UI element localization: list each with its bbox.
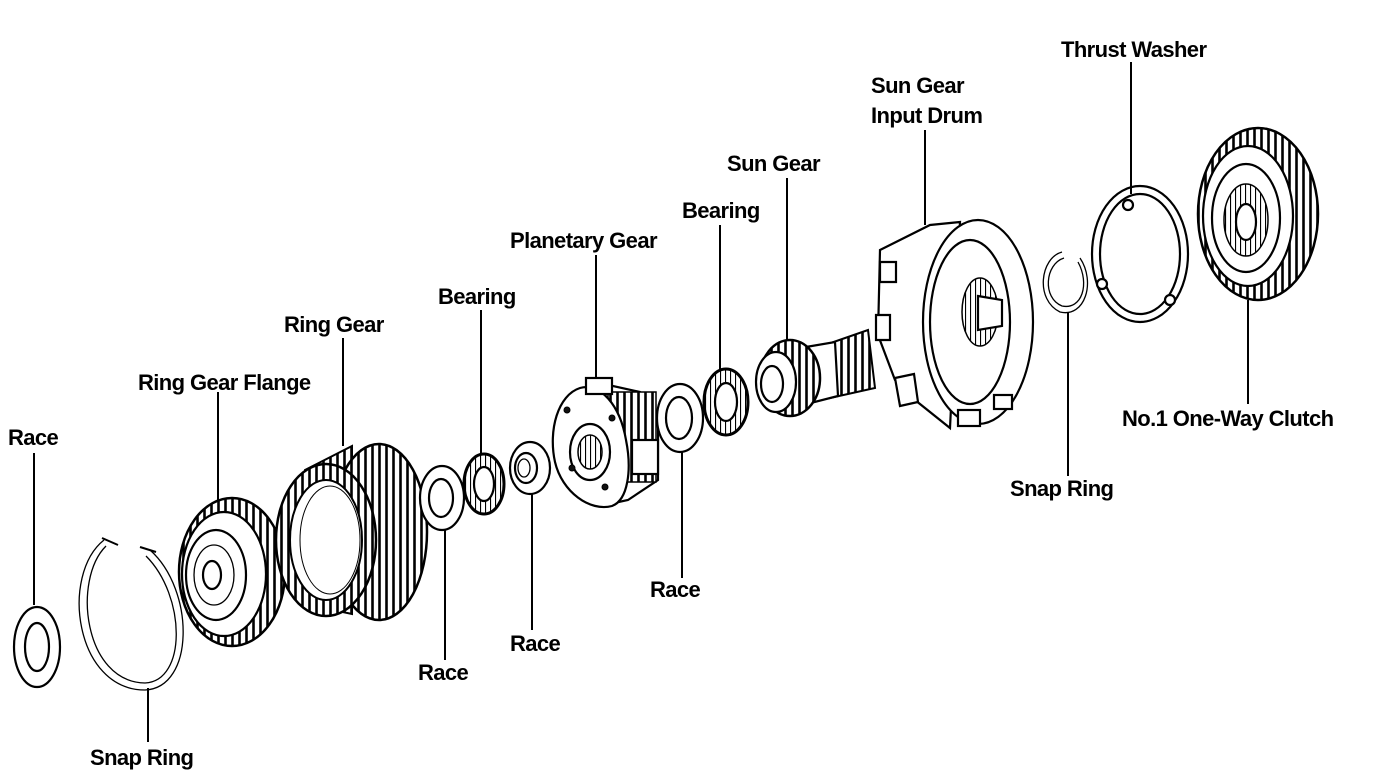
label-race-1: Race [8, 425, 59, 450]
label-sun-gear-input-drum-line2: Input Drum [871, 103, 982, 128]
sun-gear-input-drum-part [874, 218, 1035, 431]
race-part-4 [655, 382, 705, 454]
label-planetary-gear: Planetary Gear [510, 228, 658, 253]
ring-gear-flange-part [177, 496, 287, 648]
one-way-clutch-part [1196, 126, 1320, 302]
label-thrust-washer: Thrust Washer [1061, 37, 1207, 62]
leader-lines [33, 62, 1249, 742]
label-race-4: Race [650, 577, 701, 602]
snap-ring-part-2 [1042, 251, 1089, 314]
race-part-2 [418, 464, 466, 532]
label-one-way-clutch: No.1 One-Way Clutch [1122, 406, 1334, 431]
label-sun-gear: Sun Gear [727, 151, 821, 176]
sun-gear-part [754, 328, 877, 418]
label-race-3: Race [510, 631, 561, 656]
snap-ring-part-1 [78, 537, 184, 691]
planetary-gear-part [551, 376, 660, 509]
label-snap-ring-1: Snap Ring [90, 745, 193, 770]
label-snap-ring-2: Snap Ring [1010, 476, 1113, 501]
race-part-3 [508, 440, 552, 496]
race-part-1 [12, 605, 62, 689]
label-bearing-2: Bearing [682, 198, 760, 223]
bearing-part-1 [462, 452, 506, 516]
ring-gear-part [274, 442, 429, 622]
label-ring-gear-flange: Ring Gear Flange [138, 370, 311, 395]
label-bearing-1: Bearing [438, 284, 516, 309]
label-ring-gear: Ring Gear [284, 312, 385, 337]
label-sun-gear-input-drum-line1: Sun Gear [871, 73, 965, 98]
bearing-part-2 [702, 367, 750, 437]
thrust-washer-part [1090, 184, 1190, 324]
label-race-2: Race [418, 660, 469, 685]
